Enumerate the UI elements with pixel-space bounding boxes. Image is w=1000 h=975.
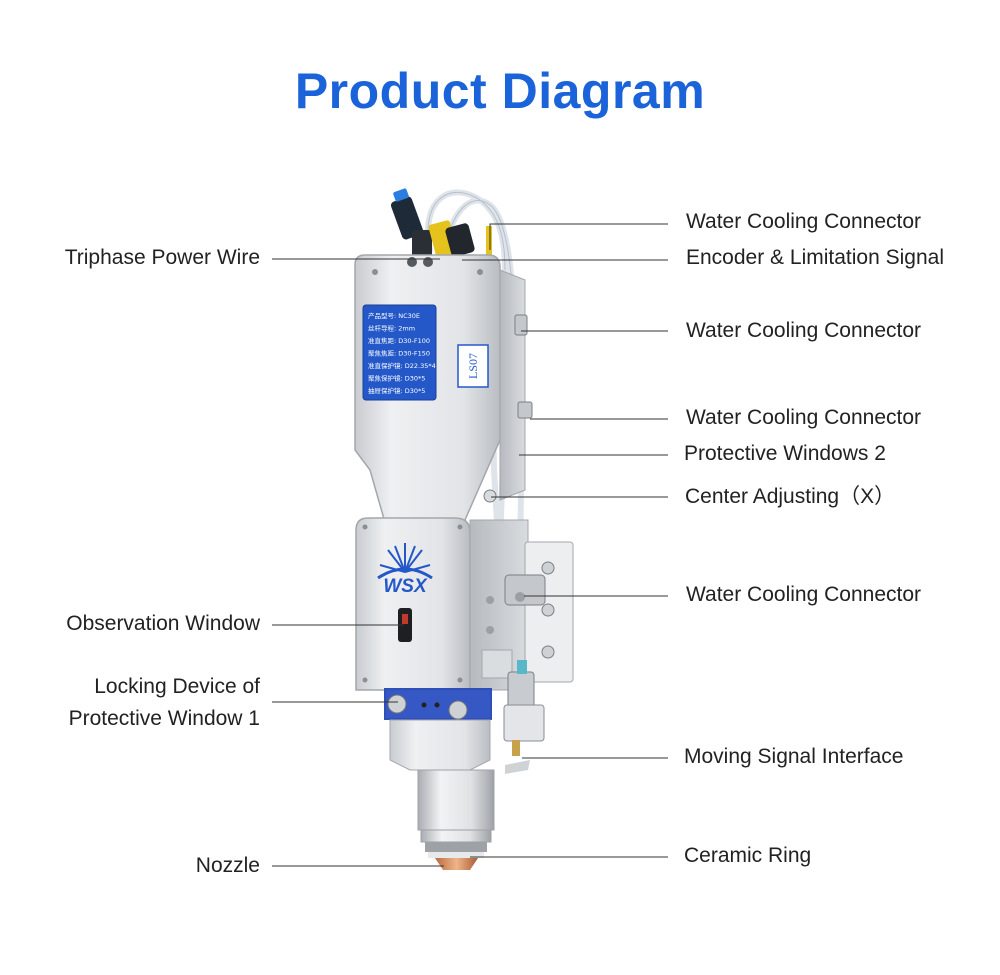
label-locking-device-line1: Locking Device of	[94, 675, 260, 698]
protective-window-drawer	[384, 688, 492, 720]
nameplate-line: 丝杆导程: 2mm	[368, 324, 415, 333]
brand-logo: WSX	[377, 543, 433, 597]
nozzle-assembly	[389, 719, 495, 870]
model-tag: LS07	[457, 344, 489, 388]
label-triphase-power-wire: Triphase Power Wire	[64, 246, 260, 269]
leader-lines	[272, 223, 668, 867]
nameplate: 产品型号: NC30E 丝杆导程: 2mm 准直焦距: D30-F100 聚焦焦距: …	[362, 304, 437, 401]
label-observation-window: Observation Window	[66, 612, 260, 635]
ceramic-ring	[428, 852, 484, 858]
label-encoder-limitation-signal: Encoder & Limitation Signal	[686, 246, 944, 269]
nameplate-line: 准直焦距: D30-F100	[368, 336, 430, 345]
label-ceramic-ring: Ceramic Ring	[684, 844, 812, 867]
page-title: Product Diagram	[294, 63, 706, 119]
nameplate-line: 准直保护镜: D22.35*4	[368, 361, 436, 370]
svg-text:WSX: WSX	[383, 576, 428, 597]
label-water-cooling-connector-1: Water Cooling Connector	[686, 210, 921, 233]
nameplate-line: 聚焦焦距: D30-F150	[368, 349, 430, 358]
label-center-adjusting: Center Adjusting（X）	[685, 485, 896, 508]
side-module	[469, 519, 574, 774]
encoder-connector	[428, 220, 492, 258]
lower-housing	[355, 517, 471, 691]
nameplate-line: 产品型号: NC30E	[368, 311, 420, 320]
side-fittings	[483, 314, 533, 503]
copper-nozzle	[435, 858, 478, 870]
label-water-cooling-connector-2: Water Cooling Connector	[686, 319, 921, 342]
triphase-power-connector	[390, 188, 432, 260]
label-moving-signal-interface: Moving Signal Interface	[684, 745, 904, 768]
label-nozzle: Nozzle	[195, 854, 260, 877]
label-water-cooling-connector-3: Water Cooling Connector	[686, 406, 921, 429]
label-water-cooling-connector-4: Water Cooling Connector	[686, 583, 921, 606]
label-locking-device-line2: Protective Window 1	[68, 707, 260, 730]
svg-text:LS07: LS07	[466, 353, 480, 379]
nameplate-line: 抽屉保护镜: D30*5	[368, 386, 425, 395]
nameplate-line: 聚焦保护镜: D30*5	[368, 374, 425, 383]
observation-window	[398, 608, 412, 642]
label-protective-windows-2: Protective Windows 2	[684, 442, 886, 465]
